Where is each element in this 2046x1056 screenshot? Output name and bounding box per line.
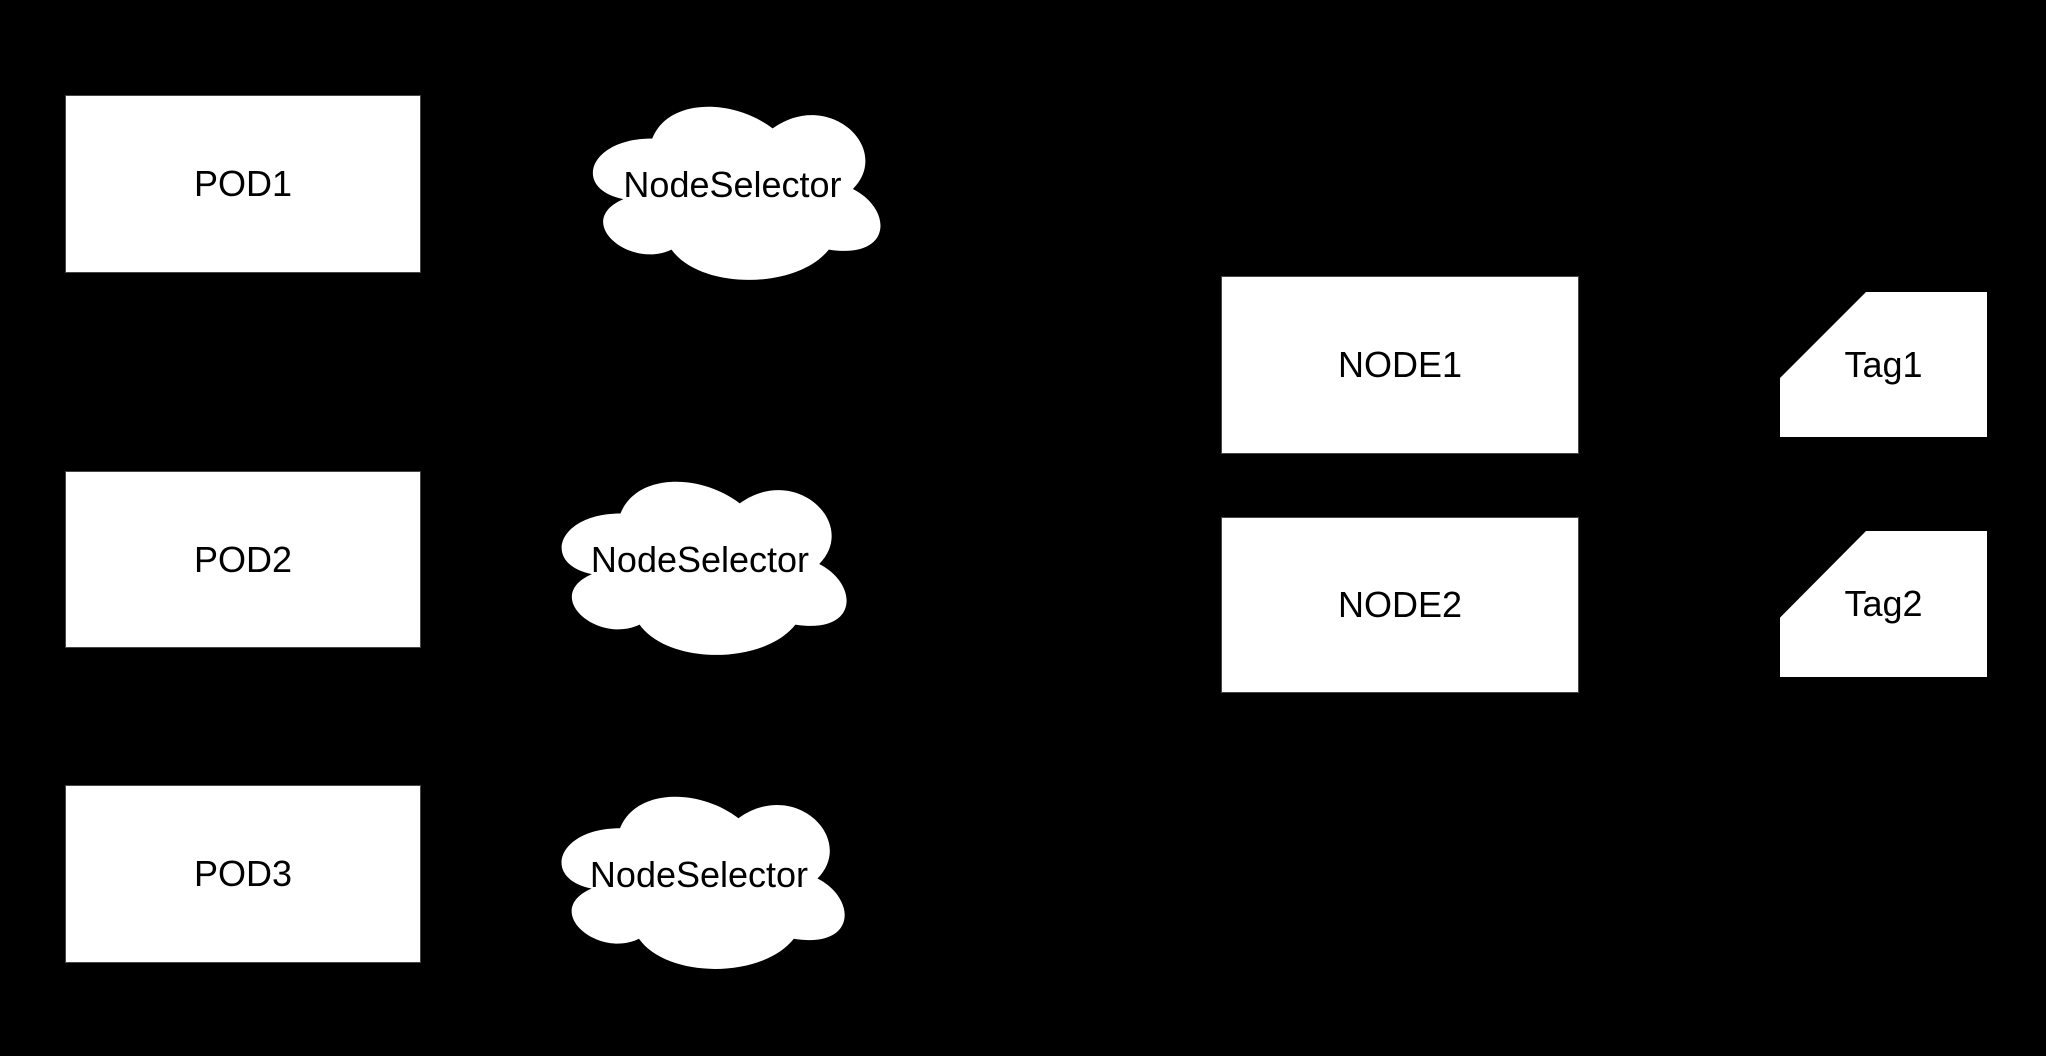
pod3-label: POD3 [193, 853, 293, 895]
pod2-box: POD2 [66, 472, 420, 647]
node2-box: NODE2 [1222, 518, 1578, 692]
cloud-icon [561, 481, 847, 655]
nodeselector3-label: NodeSelector [589, 853, 809, 895]
card-icon [1780, 531, 1987, 677]
cloud-icon [592, 106, 881, 280]
tag2-label: Tag2 [1844, 583, 1923, 625]
pod1-label: POD1 [193, 163, 293, 205]
nodeselector-cloud-2: NodeSelector [541, 463, 859, 665]
node1-label: NODE1 [1337, 344, 1463, 386]
nodeselector1-label: NodeSelector [623, 164, 842, 206]
nodeselector-cloud-1: NodeSelector [572, 88, 893, 290]
tag1-label: Tag1 [1844, 343, 1923, 385]
node1-box: NODE1 [1222, 277, 1578, 453]
pod2-label: POD2 [193, 538, 293, 580]
pod1-box: POD1 [66, 96, 420, 272]
card-icon [1780, 292, 1987, 437]
pod3-box: POD3 [66, 786, 420, 962]
nodeselector-cloud-3: NodeSelector [541, 778, 857, 979]
tag2-card: Tag2 [1780, 531, 1987, 677]
tag1-card: Tag1 [1780, 292, 1987, 437]
node2-label: NODE2 [1337, 584, 1463, 626]
cloud-icon [561, 796, 845, 969]
nodeselector2-label: NodeSelector [590, 539, 810, 581]
